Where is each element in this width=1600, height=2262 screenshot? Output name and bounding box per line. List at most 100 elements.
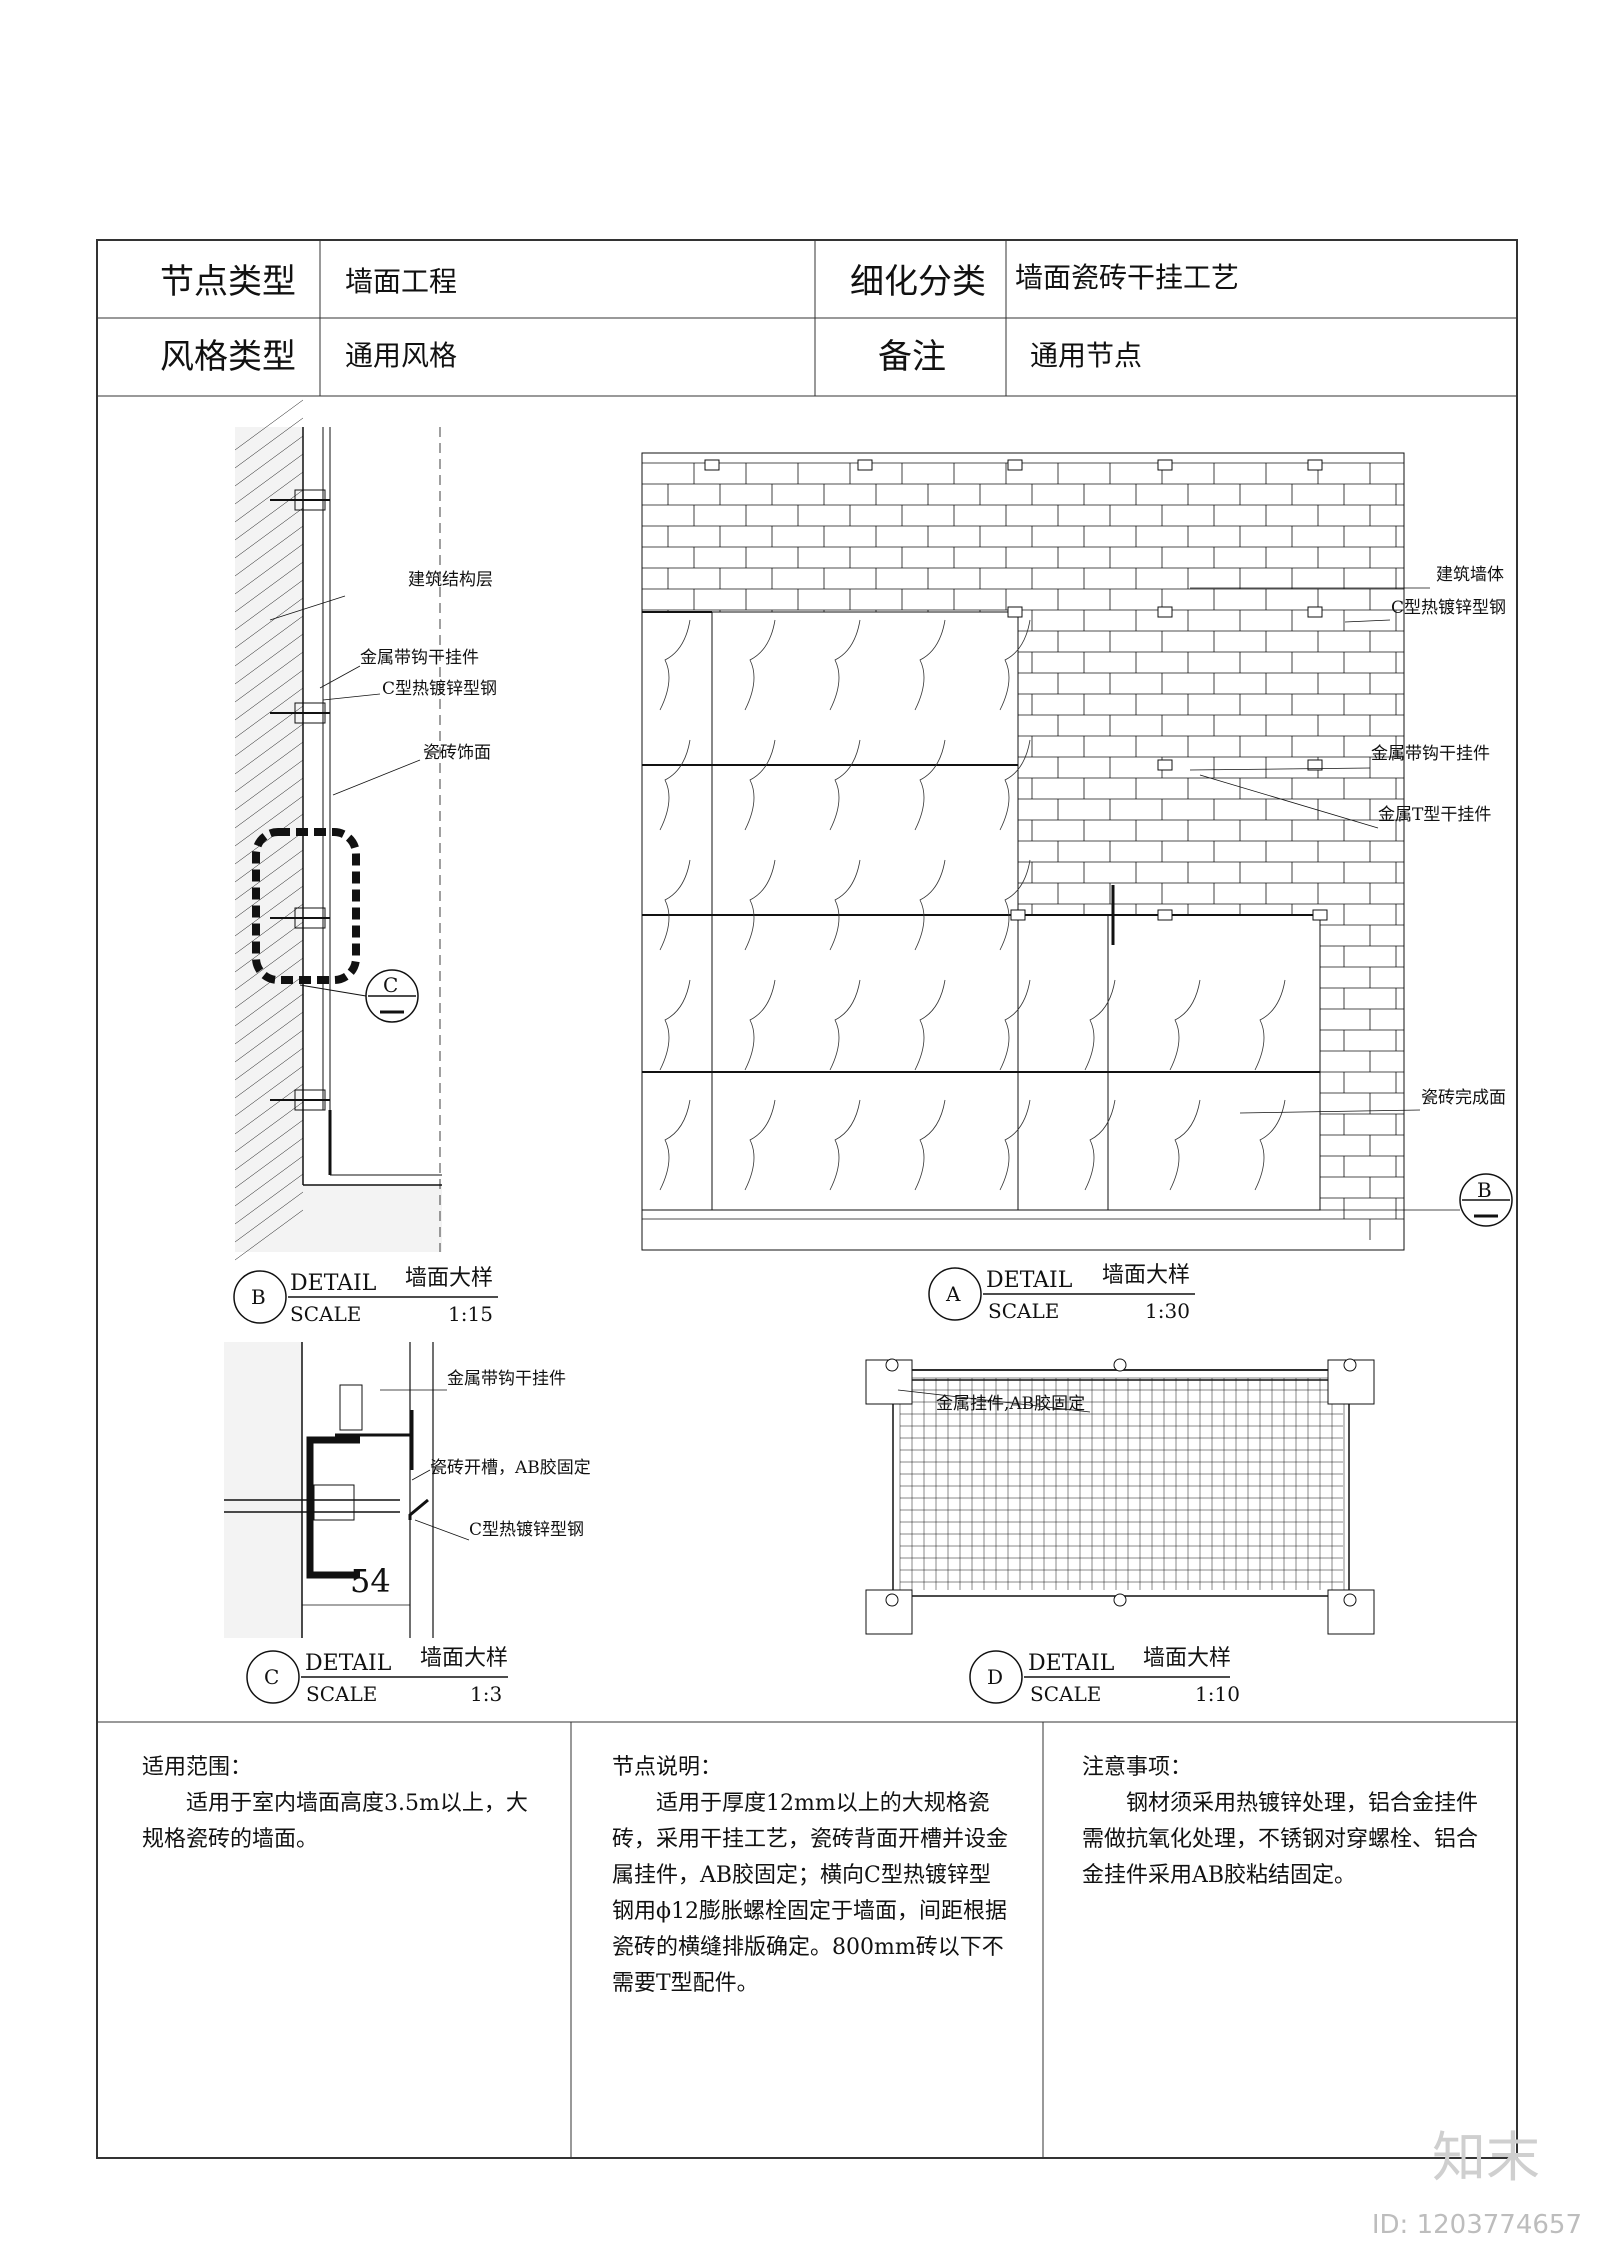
detail-b-drawing: [234, 399, 442, 1261]
marble-vein: [829, 1099, 861, 1191]
leader: [1189, 767, 1371, 771]
leader: [1199, 774, 1379, 829]
label-metal-hanger-d: 金属挂件,AB胶固定: [936, 1394, 1086, 1414]
detail-a-detail: DETAIL: [986, 1268, 1073, 1293]
frame: [96, 239, 1518, 2159]
detail-c-detail: DETAIL: [305, 1651, 392, 1676]
c-steel-profile: [306, 1436, 360, 1579]
remark-value: 通用节点: [1030, 339, 1143, 372]
scope-note: 适用范围： 适用于室内墙面高度3.5m以上，大规格瓷砖的墙面。: [142, 1750, 542, 1858]
bolt-head: [885, 1358, 899, 1372]
hatch-line: [234, 975, 304, 1027]
hatch-line: [234, 957, 304, 1009]
slot-hook: [408, 1498, 429, 1520]
marble-vein: [1084, 1099, 1116, 1191]
label-building-wall: 建筑墙体: [1436, 565, 1504, 585]
wall-hatch: [235, 427, 303, 1252]
hanger-clip: [857, 459, 873, 471]
hatch-line: [234, 1011, 304, 1063]
hanger-clip: [1157, 759, 1173, 771]
hatch-line: [234, 831, 304, 883]
hatch-line: [234, 633, 304, 685]
marble-vein: [744, 979, 776, 1071]
hatch-line: [234, 489, 304, 541]
hatch-line: [234, 1083, 304, 1135]
leader: [269, 595, 346, 621]
marble-vein: [999, 859, 1031, 951]
hatch-line: [234, 1155, 304, 1207]
subcategory-value: 墙面瓷砖干挂工艺: [1015, 261, 1240, 294]
watermark-id: ID: 1203774657: [1371, 2210, 1582, 2240]
leader: [411, 1469, 431, 1481]
marble-vein: [659, 859, 691, 951]
hatch-line: [234, 1029, 304, 1081]
hanger-clip: [1007, 606, 1023, 618]
label-c-steel: C型热镀锌型钢: [382, 679, 498, 699]
marble-vein: [914, 739, 946, 831]
hatch-line: [234, 615, 304, 667]
hatch-line: [234, 1191, 304, 1243]
node-type-value: 墙面工程: [345, 265, 458, 298]
hatch-line: [234, 903, 304, 955]
marble-vein: [1169, 979, 1201, 1071]
style-label: 风格类型: [160, 337, 296, 377]
description-note: 节点说明： 适用于厚度12mm以上的大规格瓷砖，采用干挂工艺，瓷砖背面开槽并设金…: [612, 1750, 1012, 2002]
hatch-line: [234, 993, 304, 1045]
hatch-line: [234, 1065, 304, 1117]
style-value: 通用风格: [345, 339, 458, 372]
bolt-head: [1343, 1593, 1357, 1607]
hatch-line: [234, 885, 304, 937]
bolt-head: [1343, 1358, 1357, 1372]
leader: [319, 665, 361, 689]
detail-a-scale: 1:30: [1145, 1299, 1190, 1323]
leader: [897, 1389, 1091, 1413]
marble-vein: [829, 859, 861, 951]
hatch-line: [234, 507, 304, 559]
hanger-clip: [1157, 606, 1173, 618]
marble-vein: [999, 619, 1031, 711]
hanger-clip: [1307, 759, 1323, 771]
caution-title: 注意事项：: [1082, 1755, 1193, 1780]
hatch-line: [234, 1101, 304, 1153]
detail-b-detail: DETAIL: [290, 1271, 377, 1296]
hanger-clip: [1312, 909, 1328, 921]
dimension-54: 54: [350, 1562, 391, 1600]
leader: [332, 759, 421, 796]
detail-d-detail: DETAIL: [1028, 1651, 1115, 1676]
marble-vein: [1169, 1099, 1201, 1191]
caution-text: 钢材须采用热镀锌处理，铝合金挂件需做抗氧化处理，不锈钢对穿螺栓、铝合金挂件采用A…: [1082, 1791, 1479, 1888]
marble-vein: [1084, 979, 1116, 1071]
label-c-steel-c: C型热镀锌型钢: [469, 1520, 585, 1540]
marble-vein: [659, 1099, 691, 1191]
label-hook-hanger: 金属带钩干挂件: [360, 648, 479, 668]
label-c-steel-a: C型热镀锌型钢: [1391, 598, 1507, 618]
hanger-clip: [1307, 606, 1323, 618]
marble-vein: [829, 739, 861, 831]
detail-d-id: D: [987, 1665, 1004, 1689]
marble-vein: [659, 619, 691, 711]
tile-panel: [641, 611, 1019, 916]
detail-d-scale-label: SCALE: [1030, 1682, 1102, 1706]
detail-a-scale-label: SCALE: [988, 1299, 1060, 1323]
marble-vein: [744, 1099, 776, 1191]
detail-b-title: 墙面大样: [405, 1266, 494, 1291]
detail-c-scale: 1:3: [470, 1682, 503, 1706]
marble-vein: [659, 979, 691, 1071]
hatch-line: [234, 399, 304, 451]
hatch-line: [234, 651, 304, 703]
hatch-line: [234, 1119, 304, 1171]
detail-c-title: 墙面大样: [420, 1646, 509, 1671]
hatch-line: [234, 1173, 304, 1225]
hanger-clip: [1307, 459, 1323, 471]
leader: [1344, 619, 1391, 623]
leader: [299, 984, 367, 997]
hanger-clip: [1157, 459, 1173, 471]
hatch-line: [234, 543, 304, 595]
hatch-line: [234, 705, 304, 757]
hatch-line: [234, 1137, 304, 1189]
marble-vein: [1254, 979, 1286, 1071]
hanger-clip: [1010, 909, 1026, 921]
hatch-line: [234, 471, 304, 523]
detail-b-id: B: [251, 1285, 266, 1309]
hatch-line: [234, 777, 304, 829]
